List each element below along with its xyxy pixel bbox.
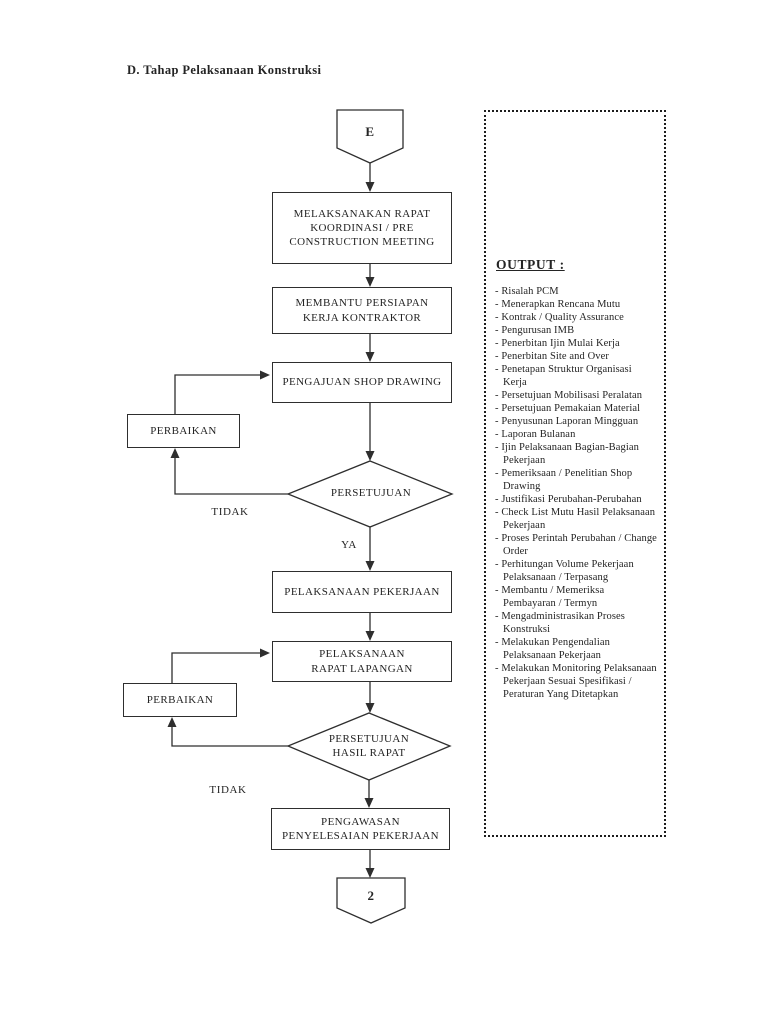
process-pcm-meeting: MELAKSANAKAN RAPAT KOORDINASI / PRE CONS… [272,192,452,264]
output-panel-heading: OUTPUT : [496,257,565,272]
arrowhead [170,448,180,458]
output-list-item: - Menerapkan Rencana Mutu [495,299,621,310]
output-list-item: - Melakukan Monitoring Pelaksanaan Peker… [495,663,657,700]
output-list-item: - Justifikasi Perubahan-Perubahan [495,494,642,505]
arrowhead [365,868,375,878]
output-list-item: - Penyusunan Laporan Mingguan [495,416,639,427]
arrowhead [365,703,375,713]
output-list-item: - Perhitungan Volume Pekerjaan Pelaksana… [495,559,634,583]
output-list-item: - Laporan Bulanan [495,429,576,440]
output-list-item: - Penerbitan Site and Over [495,351,609,362]
output-list-item: - Persetujuan Mobilisasi Peralatan [495,390,643,401]
arrowhead [167,717,177,727]
output-panel: OUTPUT : - Risalah PCM - Menerapkan Renca… [484,110,666,837]
arrow-perbaikan2-to-rapat [171,652,261,683]
end-connector-shape [336,877,406,924]
process-perbaikan-1: PERBAIKAN [127,414,240,448]
arrow-decision1-to-perbaikan1 [174,458,288,495]
arrowhead [365,277,375,287]
output-list-item: - Mengadministrasikan Proses Konstruksi [495,611,625,635]
edge-label-tidak-2: TIDAK [209,784,247,796]
output-list-item: - Persetujuan Pemakaian Material [495,403,641,414]
process-pelaksanaan-pekerjaan: PELAKSANAAN PEKERJAAN [272,571,452,613]
process-rapat-lapangan: PELAKSANAAN RAPAT LAPANGAN [272,641,452,682]
process-shop-drawing: PENGAJUAN SHOP DRAWING [272,362,452,403]
output-list-item: - Risalah PCM [495,286,559,297]
output-list-item: - Penerbitan Ijin Mulai Kerja [495,338,620,349]
output-list-item: - Pengurusan IMB [495,325,575,336]
arrowhead [365,182,375,192]
arrowhead [260,370,270,380]
decision-2-label: PERSETUJUAN HASIL RAPAT [328,733,410,759]
start-connector-shape [336,109,404,164]
arrowhead [365,561,375,571]
process-pengawasan: PENGAWASAN PENYELESAIAN PEKERJAAN [271,808,450,850]
output-list-item: - Penetapan Struktur Organisasi Kerja [495,364,632,388]
arrowhead [365,451,375,461]
output-list-item: - Kontrak / Quality Assurance [495,312,624,323]
page-title: D. Tahap Pelaksanaan Konstruksi [127,63,322,77]
output-list-item: - Check List Mutu Hasil Pelaksanaan Peke… [495,507,656,531]
arrow-perbaikan1-to-shopdrawing [174,374,261,414]
output-list-item: - Ijin Pelaksanaan Bagian-Bagian Pekerja… [495,442,640,466]
arrowhead [364,798,374,808]
output-list-item: - Melakukan Pengendalian Pelaksanaan Pek… [495,637,610,661]
decision-1-label: PERSETUJUAN [330,487,412,500]
output-list-item: - Membantu / Memeriksa Pembayaran / Term… [495,585,605,609]
arrowhead [365,352,375,362]
arrowhead [365,631,375,641]
output-list-item: - Pemeriksaan / Penelitian Shop Drawing [495,468,633,492]
arrow-decision2-to-perbaikan2 [171,727,288,747]
process-persiapan-kontraktor: MEMBANTU PERSIAPAN KERJA KONTRAKTOR [272,287,452,334]
output-list-item: - Proses Perintah Perubahan / Change Ord… [495,533,657,557]
start-connector-label: E [365,123,375,139]
edge-label-tidak-1: TIDAK [211,506,249,518]
process-perbaikan-2: PERBAIKAN [123,683,237,717]
edge-label-ya-1: YA [341,539,357,551]
arrowhead [260,648,270,658]
end-connector-label: 2 [367,887,375,903]
output-list: - Risalah PCM - Menerapkan Rencana Mutu - … [495,285,658,701]
